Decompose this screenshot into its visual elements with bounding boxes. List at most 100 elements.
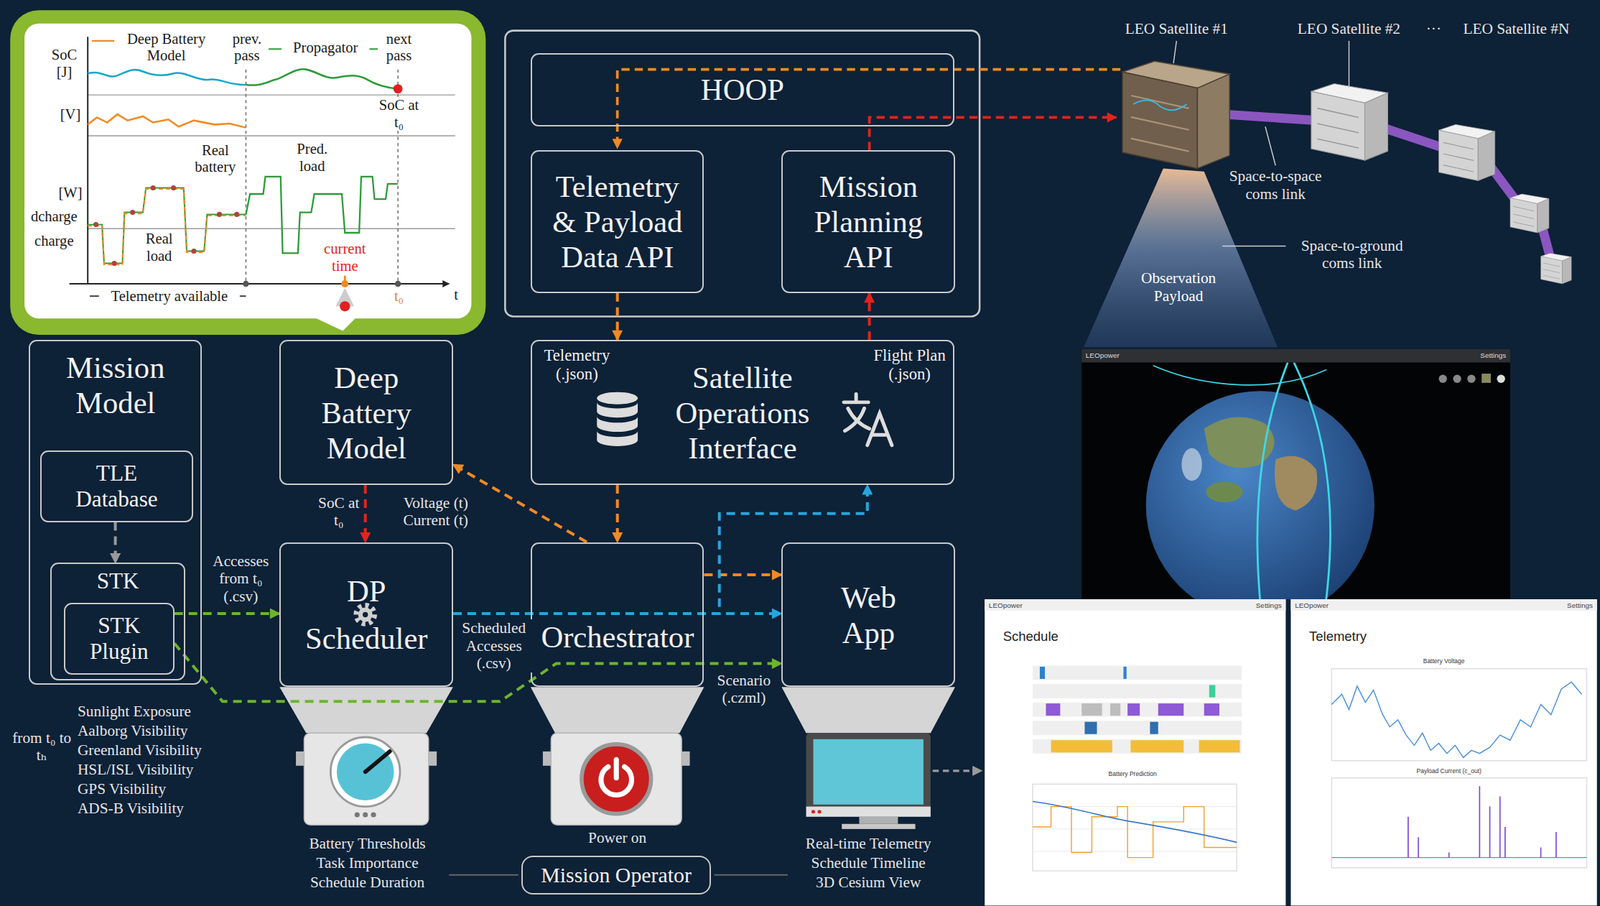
- translate-icon: [867, 413, 892, 446]
- dial-icon: [336, 742, 395, 800]
- annotation-label: SoC at t₀: [377, 96, 421, 131]
- annotation-label: Payload Current (c_out): [1393, 767, 1506, 775]
- annotation-label: Observation Payload: [1122, 269, 1235, 305]
- telemetry-screenshot: [1290, 598, 1597, 905]
- annotation-label: Schedule Duration: [275, 873, 460, 892]
- annotation-label: next pass: [377, 30, 421, 65]
- battery-chart-inset: [216, 211, 222, 217]
- power-icon: [581, 743, 652, 814]
- box-label: STK Plugin: [70, 612, 169, 665]
- schedule-screenshot: [1130, 739, 1184, 752]
- battery-chart-inset: [93, 221, 99, 227]
- globe-screenshot: [1257, 361, 1288, 599]
- battery-chart-inset: [245, 69, 398, 284]
- battery-chart-inset: [87, 69, 246, 85]
- annotation-label: Space-to-space coms link: [1219, 167, 1332, 203]
- schedule-screenshot: [1204, 703, 1220, 716]
- satellite: [1122, 61, 1572, 284]
- annotation-label: t₀: [389, 287, 409, 306]
- box-label: Satellite Operations Interface: [655, 359, 830, 466]
- funnel: [279, 686, 454, 733]
- schedule-screenshot: [1032, 783, 1237, 871]
- schedule-screenshot: [1158, 703, 1185, 716]
- battery-chart-inset: [112, 260, 118, 266]
- globe-screenshot: [1438, 374, 1447, 383]
- annotation-label: Battery Voltage: [1398, 657, 1491, 665]
- schedule-screenshot: [1045, 703, 1060, 716]
- interface-box: Satellite Operations Interface Telemetry …: [530, 339, 955, 485]
- battery-chart-inset: [312, 316, 358, 332]
- annotation-label: LEO Satellite #2: [1284, 20, 1414, 39]
- database-box: TLE Database: [40, 450, 194, 522]
- annotation-label: GPS Visibility: [77, 779, 231, 798]
- battery-chart-inset: [341, 280, 349, 288]
- annotation-label: Battery Prediction: [1081, 770, 1184, 778]
- battery-chart-inset: [87, 114, 246, 128]
- box-label: Telemetry (.json): [535, 346, 620, 384]
- annotation-label: LEOpower: [1085, 351, 1137, 360]
- connector-label: Voltage (t) Current (t): [392, 494, 480, 530]
- annotation-label: Battery Thresholds: [275, 834, 460, 853]
- globe-screenshot: [1274, 456, 1318, 511]
- connector-label: SoC at t₀: [315, 494, 362, 530]
- box-label: STK: [61, 568, 174, 594]
- schedule-screenshot: [1032, 806, 1237, 858]
- schedule-screenshot: [1149, 721, 1158, 734]
- globe-screenshot: [1294, 361, 1331, 599]
- database-icon: [596, 392, 638, 405]
- box-label: Mission Model: [43, 349, 187, 421]
- battery-chart-inset: [245, 68, 398, 89]
- annotation-label: ···: [1421, 20, 1446, 39]
- annotation-label: from t₀ to tₕ: [12, 728, 72, 765]
- web-app-link: [932, 769, 982, 772]
- globe-screenshot: [1204, 417, 1275, 469]
- annotation-label: Space-to-ground coms link: [1289, 236, 1416, 273]
- telemetry-screenshot: [1331, 856, 1587, 858]
- dashed-connector: [616, 292, 620, 340]
- satellite: [1311, 84, 1389, 161]
- monitor-icon: [806, 732, 931, 829]
- annotation-label: Real-time Telemetry: [776, 834, 961, 853]
- annotation-label: LEO Satellite #1: [1112, 20, 1241, 39]
- satellite: [1541, 252, 1572, 284]
- battery-chart-inset: [91, 40, 115, 42]
- monitor-icon: [817, 809, 821, 813]
- telemetry-screenshot: [1290, 598, 1597, 905]
- annotation-label: Deep Battery Model: [115, 30, 218, 65]
- dial-icon: [362, 811, 368, 817]
- schedule-screenshot: [984, 598, 1286, 905]
- annotation-label: Real battery: [189, 142, 241, 176]
- gear-icon: [356, 605, 375, 625]
- annotation-label: [V]: [55, 106, 87, 124]
- funnel: [781, 686, 956, 733]
- annotation-label: Settings: [1224, 601, 1282, 609]
- telemetry-screenshot: [1331, 681, 1582, 757]
- annotation-label: LEO Satellite #N: [1449, 20, 1585, 39]
- monitor-icon: [811, 809, 816, 813]
- schedule-screenshot: [1123, 666, 1127, 679]
- tool-box: STK STK Plugin: [50, 562, 186, 680]
- funnel: [279, 686, 956, 733]
- globe-screenshot: [1496, 374, 1505, 383]
- annotation-label: Pred. load: [287, 140, 337, 175]
- globe-screenshot: [1081, 349, 1511, 620]
- battery-chart-inset: [339, 300, 350, 311]
- annotation-label: charge: [24, 232, 84, 250]
- annotation-label: Greenland Visibility: [77, 741, 231, 760]
- gear-icon: [356, 605, 375, 625]
- globe-screenshot: [1153, 365, 1328, 385]
- schedule-screenshot: [1032, 683, 1242, 699]
- annotation-label: HSL/ISL Visibility: [77, 760, 231, 779]
- dashed-connector: [616, 484, 620, 543]
- dashed-connector: [114, 522, 118, 564]
- schedule-screenshot: [1032, 800, 1237, 842]
- annotation-label: Task Importance: [275, 853, 460, 872]
- model-box: Deep Battery Model: [279, 339, 454, 485]
- schedule-screenshot: [1032, 702, 1242, 717]
- dial-icon: [303, 732, 429, 825]
- globe-screenshot: [1146, 361, 1375, 599]
- leader-line: [1173, 40, 1177, 64]
- box-label: Telemetry & Payload Data API: [545, 168, 689, 275]
- annotation-label: prev. pass: [225, 30, 269, 65]
- model-box: Mission ModelTLE DatabaseSTK STK Plugin: [28, 339, 203, 685]
